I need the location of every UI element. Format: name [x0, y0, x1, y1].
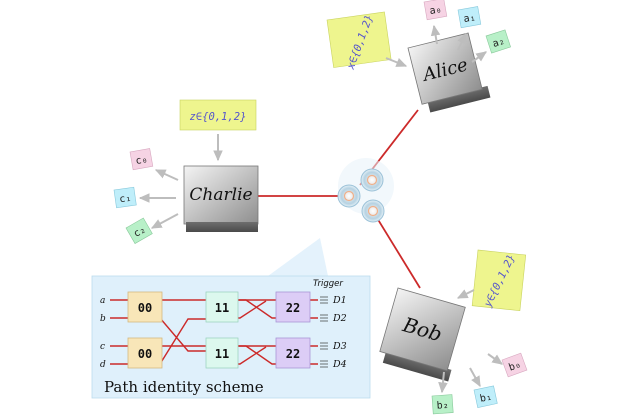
- detector-d3: D3: [332, 341, 347, 352]
- charlie-output-c0-label: c₀: [135, 154, 149, 167]
- scheme-input-a: a: [100, 296, 105, 306]
- bob-input-note: y∈{0,1,2}: [471, 249, 527, 312]
- source-box-22-bottom-label: 22: [286, 347, 300, 361]
- detector-icons: [320, 296, 328, 368]
- scheme-input-c: c: [100, 342, 105, 352]
- alice-output-a1-label: a₁: [463, 12, 477, 25]
- bob-output-b1: b₁: [473, 385, 498, 408]
- bob-output-b0-label: b₀: [507, 359, 522, 373]
- source-box-00-bottom: 00: [127, 337, 163, 369]
- alice-output-a2-label: a₂: [491, 36, 506, 50]
- charlie-output-arrow-0: [154, 169, 179, 181]
- alice-output-a1: a₁: [457, 6, 482, 29]
- alice-input-arrow: [385, 57, 408, 67]
- source-box-22-bottom: 22: [275, 337, 311, 369]
- detector-d1: D1: [332, 295, 347, 306]
- charlie-label: Charlie: [189, 185, 252, 205]
- source-box-11-bottom-label: 11: [215, 347, 229, 361]
- scheme-input-d: d: [100, 360, 106, 370]
- bob-output-arrow-2: [438, 371, 448, 394]
- bob-output-b1-label: b₁: [479, 392, 493, 405]
- bob-input-arrow: [456, 289, 475, 299]
- bob-output-b2: b₂: [431, 394, 454, 415]
- detector-d2: D2: [332, 313, 347, 324]
- charlie-output-c2: c₂: [125, 217, 153, 244]
- source-box-22-top-label: 22: [286, 301, 300, 315]
- source-box-00-top: 00: [127, 291, 163, 323]
- source-box-22-top: 22: [275, 291, 311, 323]
- trigger-label: Trigger: [313, 279, 343, 289]
- alice-output-a0: a₀: [423, 0, 448, 21]
- source-box-00-top-label: 00: [138, 301, 152, 315]
- alice-output-arrow-1: [457, 32, 467, 51]
- alice-output-arrow-0: [430, 24, 441, 45]
- path-identity-panel: a b c d 00 00 11 11 22 22: [91, 238, 371, 399]
- alice-input-note: x∈{0,1,2}: [326, 11, 392, 72]
- source-box-11-top-label: 11: [215, 301, 229, 315]
- charlie-output-c2-label: c₂: [132, 224, 148, 240]
- charlie-output-c1: c₁: [113, 186, 137, 209]
- bob-output-arrow-1: [469, 367, 481, 388]
- source-box-11-top: 11: [205, 291, 239, 323]
- entanglement-source: [337, 158, 394, 223]
- scheme-title: Path identity scheme: [104, 378, 264, 396]
- link-bob: [373, 212, 421, 289]
- charlie-output-arrow-2: [150, 213, 179, 229]
- charlie-input-note: z∈{0,1,2}: [179, 99, 257, 131]
- alice-box: Alice: [407, 32, 491, 113]
- alice-output-arrow-2: [471, 51, 487, 63]
- source-box-11-bottom: 11: [205, 337, 239, 369]
- charlie-box: Charlie: [183, 165, 259, 232]
- alice-output-a0-label: a₀: [429, 4, 443, 17]
- charlie-input-label: z∈{0,1,2}: [190, 111, 247, 123]
- bob-box: Bob: [379, 287, 466, 382]
- charlie-output-c0: c₀: [129, 148, 154, 171]
- source-box-00-bottom-label: 00: [138, 347, 152, 361]
- alice-output-a2: a₂: [485, 29, 511, 54]
- charlie-output-c1-label: c₁: [119, 193, 132, 206]
- bob-output-b0: b₀: [501, 352, 528, 378]
- detector-d4: D4: [332, 359, 347, 370]
- bob-output-b2-label: b₂: [436, 400, 449, 412]
- bob-output-arrow-0: [487, 353, 503, 365]
- scheme-input-b: b: [100, 314, 106, 324]
